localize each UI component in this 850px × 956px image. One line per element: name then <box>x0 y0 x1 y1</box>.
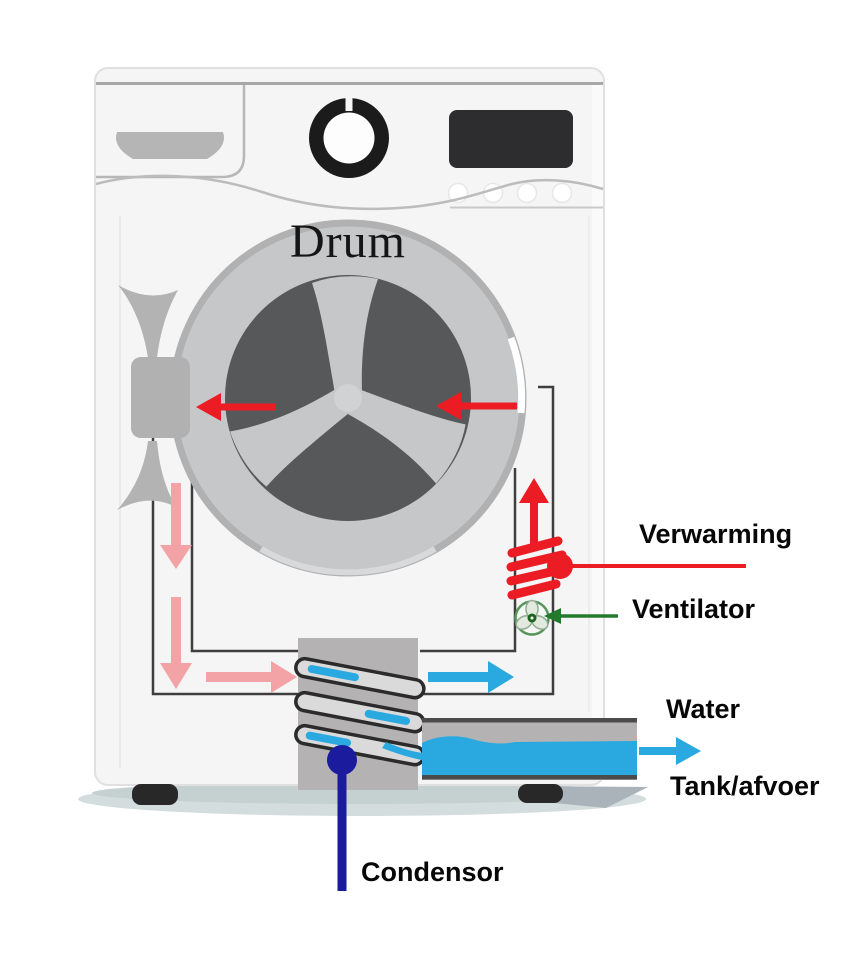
drum-door <box>117 285 190 510</box>
drawer-handle <box>116 132 224 159</box>
program-knob <box>309 95 389 178</box>
door-hinge <box>131 357 190 438</box>
detergent-drawer <box>96 85 246 179</box>
ventilator-icon <box>514 599 550 636</box>
tank-afvoer-label: Tank/afvoer <box>670 771 820 801</box>
drum-paddles <box>229 276 466 487</box>
verwarming-label: Verwarming <box>639 519 793 549</box>
water-tank <box>422 718 637 780</box>
display-panel <box>449 110 573 168</box>
panel-wave-line <box>95 174 604 211</box>
hot-air-up-arrow <box>519 478 549 549</box>
water-stream <box>382 742 452 764</box>
water-flow-arrows <box>428 661 701 765</box>
machine-feet <box>132 784 563 805</box>
water-label: Water <box>666 694 741 724</box>
moist-air-arrows <box>160 483 297 693</box>
condensor-pointer <box>327 745 357 891</box>
ventilator-label: Ventilator <box>632 594 756 624</box>
ventilator-pointer-arrow <box>544 608 618 624</box>
drum-label: Drum <box>290 215 406 268</box>
drum-airflow-arrows <box>196 392 517 421</box>
drum <box>169 219 527 577</box>
condensor-block <box>294 638 426 790</box>
condensor-label: Condensor <box>361 857 504 887</box>
control-buttons <box>447 182 573 204</box>
